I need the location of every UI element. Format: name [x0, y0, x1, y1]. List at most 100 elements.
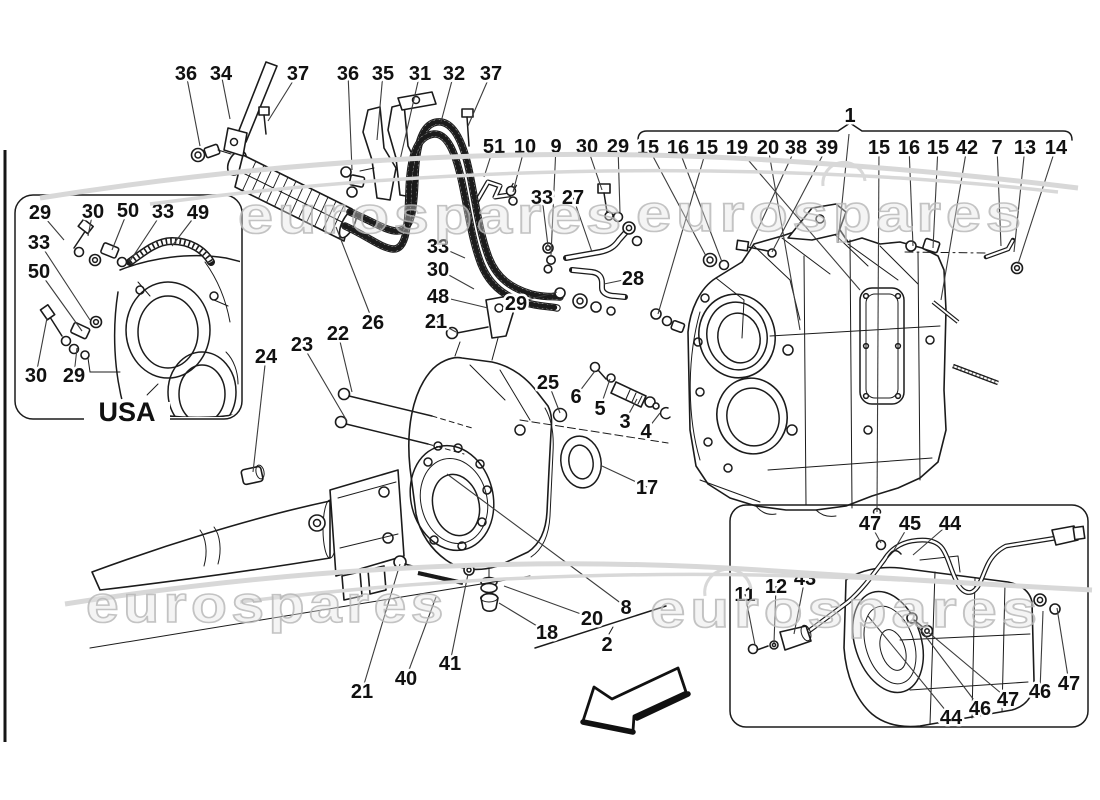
callout-8: 8: [620, 597, 631, 619]
leader-line-17: [601, 465, 648, 488]
leader-line-47: [869, 522, 882, 544]
leader-line-15: [876, 146, 880, 513]
usa-box-fittings: [39, 218, 215, 373]
leader-line-36: [347, 72, 353, 171]
callout-46: 46: [969, 698, 991, 720]
callout-46: 46: [1029, 681, 1051, 703]
leader-line-20: [767, 146, 801, 331]
callout-33: 33: [531, 187, 553, 209]
callout-30: 30: [25, 365, 47, 387]
leader-line-3: [624, 398, 638, 422]
callout-47: 47: [1058, 673, 1080, 695]
assembly-2-line: [534, 605, 667, 649]
leader-line-21: [435, 320, 457, 333]
callout-13: 13: [1014, 137, 1036, 159]
callout-18: 18: [536, 622, 558, 644]
callout-37: 37: [287, 63, 309, 85]
part-bolt-37-right: [461, 108, 474, 147]
callout-50: 50: [117, 200, 139, 222]
callout-12: 12: [765, 576, 787, 598]
callout-23: 23: [291, 334, 313, 356]
part-socket-24: [240, 464, 265, 486]
part-speedo-cable-44: [747, 525, 1086, 655]
leader-line-9: [550, 145, 557, 256]
leader-line-33: [129, 210, 164, 262]
leader-line-11: [744, 593, 756, 646]
callout-11: 11: [734, 584, 755, 606]
leader-line-44: [867, 615, 952, 718]
callout-27: 27: [562, 187, 584, 209]
leader-line-15: [647, 146, 707, 257]
leader-line-29: [617, 145, 621, 214]
part-union-36-left: [190, 143, 232, 163]
leader-line-33: [437, 245, 466, 259]
leader-line-48: [437, 295, 489, 309]
callout-30: 30: [82, 201, 104, 223]
leader-line-47: [927, 631, 1009, 700]
callout-48: 48: [427, 286, 449, 308]
leader-line-30: [437, 268, 475, 290]
leader-line-33: [541, 196, 549, 247]
leader-line-34: [220, 72, 231, 120]
leader-line-4: [645, 412, 661, 432]
part-rods-7-13-42: [904, 237, 1024, 386]
leader-line-23: [301, 343, 348, 422]
leader-line-30: [87, 210, 94, 237]
callout-33: 33: [28, 232, 50, 254]
leader-line-8: [446, 473, 627, 608]
watermark-text-2: eurospares: [636, 185, 1026, 243]
leader-line-42: [940, 146, 968, 301]
housing-ribs: [699, 225, 941, 517]
callout-32: 32: [443, 63, 465, 85]
callout-20: 20: [581, 608, 603, 630]
leader-line-51: [483, 145, 495, 178]
callout-44: 44: [940, 707, 963, 729]
leader-line-20: [503, 585, 593, 619]
usa-label-backing: [84, 402, 170, 426]
leader-line-46: [913, 620, 981, 709]
housing-bolt-bosses: [693, 293, 935, 517]
leader-line-36: [185, 72, 201, 147]
usa-label: USA: [98, 397, 155, 427]
callout-2: 2: [601, 634, 612, 656]
callout-4: 4: [640, 421, 652, 443]
callout-41: 41: [439, 653, 461, 675]
leader-line-16: [908, 146, 914, 247]
leader-line-22: [337, 332, 353, 393]
leader-line-41: [449, 573, 469, 664]
part-pipe-51-and-washers-10: [474, 179, 518, 206]
callout-26: 26: [362, 312, 384, 334]
leader-line-37: [467, 72, 492, 127]
leader-line-26: [335, 226, 374, 323]
leader-line-31: [399, 72, 421, 161]
leader-line-47: [1056, 607, 1070, 684]
callout-44: 44: [939, 513, 962, 535]
part-braided-hoses-32: [341, 118, 564, 312]
callout-42: 42: [956, 137, 978, 159]
leader-line-12: [773, 585, 777, 644]
clutch-housing-holes: [423, 441, 492, 551]
callout-20: 20: [757, 137, 779, 159]
callout-34: 34: [210, 63, 233, 85]
leader-line-44: [912, 522, 951, 556]
callout-39: 39: [816, 137, 838, 159]
callout-29: 29: [505, 293, 527, 315]
direction-arrow: [580, 666, 691, 735]
callout-30: 30: [427, 259, 449, 281]
leader-line-50: [38, 270, 83, 332]
callout-47: 47: [997, 689, 1019, 711]
callout-15: 15: [927, 137, 949, 159]
callout-29: 29: [29, 202, 51, 224]
watermark-text-1: eurospares: [238, 187, 626, 245]
part-main-gearbox-housing: [650, 203, 1024, 517]
callout-33: 33: [427, 236, 449, 258]
callout-50: 50: [28, 261, 50, 283]
callout-49: 49: [187, 202, 209, 224]
callout-45: 45: [899, 513, 921, 535]
part-driveshaft-extension: [89, 464, 531, 649]
callout-3: 3: [619, 411, 630, 433]
callout-5: 5: [594, 398, 605, 420]
